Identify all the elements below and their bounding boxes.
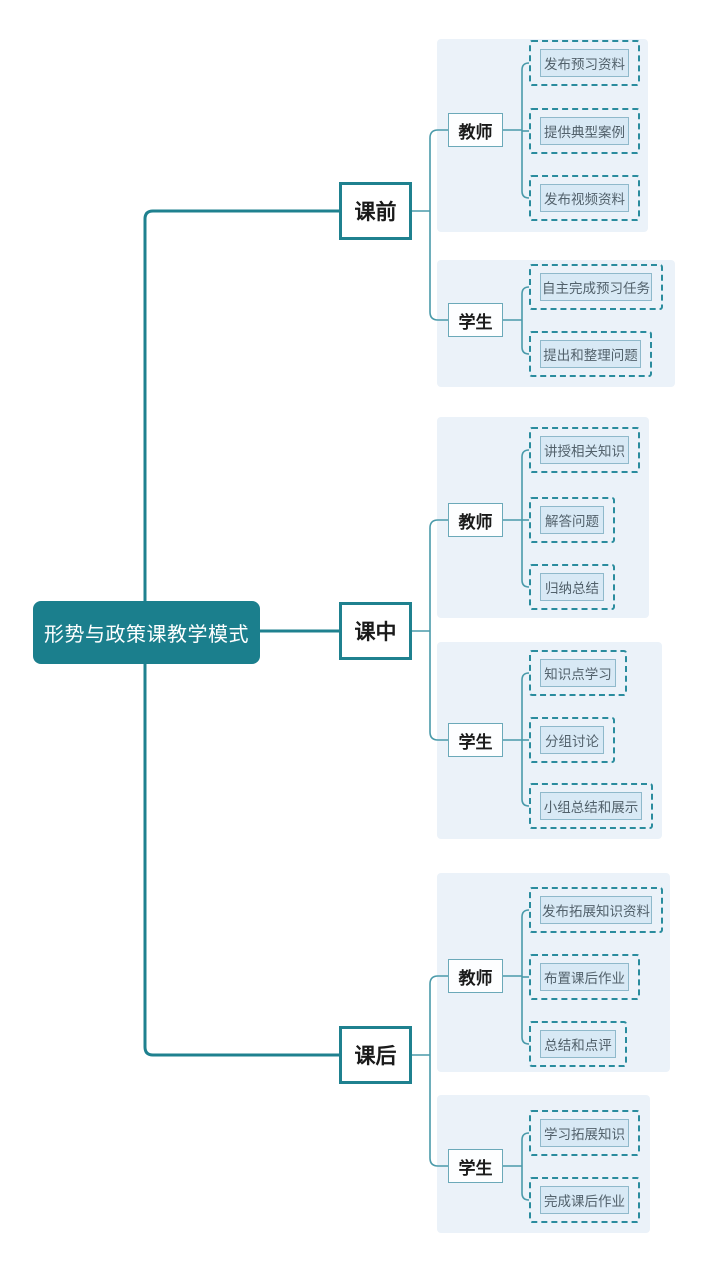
role-node-label: 学生 <box>458 1158 493 1178</box>
task-node[interactable]: 布置课后作业 <box>529 954 640 1000</box>
role-node-label: 教师 <box>458 512 493 532</box>
task-node[interactable]: 完成课后作业 <box>529 1177 640 1223</box>
task-node[interactable]: 发布视频资料 <box>529 175 640 221</box>
task-node-label: 学习拓展知识 <box>540 1119 629 1147</box>
task-node-label: 发布拓展知识资料 <box>540 896 652 924</box>
task-node-label: 布置课后作业 <box>540 963 629 991</box>
role-node-label: 教师 <box>458 968 493 988</box>
phase-node-label: 课前 <box>354 201 397 224</box>
root-node[interactable]: 形势与政策课教学模式 <box>33 601 260 664</box>
root-node-label: 形势与政策课教学模式 <box>44 624 249 646</box>
role-node-label: 学生 <box>458 732 493 752</box>
task-node-label: 分组讨论 <box>540 726 604 754</box>
task-node[interactable]: 小组总结和展示 <box>529 783 653 829</box>
task-node[interactable]: 分组讨论 <box>529 717 615 763</box>
phase-node-inclass[interactable]: 课中 <box>339 602 412 660</box>
task-node[interactable]: 自主完成预习任务 <box>529 264 663 310</box>
task-node-label: 提供典型案例 <box>540 117 629 145</box>
phase-node-preclass[interactable]: 课前 <box>339 182 412 240</box>
task-node[interactable]: 发布预习资料 <box>529 40 640 86</box>
task-node[interactable]: 讲授相关知识 <box>529 427 640 473</box>
task-node-label: 知识点学习 <box>540 659 616 687</box>
task-node-label: 完成课后作业 <box>540 1186 629 1214</box>
task-node[interactable]: 发布拓展知识资料 <box>529 887 663 933</box>
phase-node-label: 课中 <box>354 621 397 644</box>
task-node-label: 小组总结和展示 <box>540 792 642 820</box>
task-node[interactable]: 解答问题 <box>529 497 615 543</box>
task-node[interactable]: 总结和点评 <box>529 1021 627 1067</box>
role-node-inclass-student[interactable]: 学生 <box>448 723 503 757</box>
role-node-preclass-teacher[interactable]: 教师 <box>448 113 503 147</box>
task-node-label: 提出和整理问题 <box>540 340 641 368</box>
task-node[interactable]: 知识点学习 <box>529 650 627 696</box>
task-node-label: 自主完成预习任务 <box>540 273 652 301</box>
role-node-label: 学生 <box>458 312 493 332</box>
task-node[interactable]: 提供典型案例 <box>529 108 640 154</box>
task-node-label: 发布预习资料 <box>540 49 629 77</box>
role-node-afterclass-teacher[interactable]: 教师 <box>448 959 503 993</box>
task-node-label: 解答问题 <box>540 506 604 534</box>
task-node[interactable]: 学习拓展知识 <box>529 1110 640 1156</box>
task-node[interactable]: 提出和整理问题 <box>529 331 652 377</box>
role-node-inclass-teacher[interactable]: 教师 <box>448 503 503 537</box>
task-node-label: 发布视频资料 <box>540 184 629 212</box>
task-node[interactable]: 归纳总结 <box>529 564 615 610</box>
role-node-label: 教师 <box>458 122 493 142</box>
phase-node-afterclass[interactable]: 课后 <box>339 1026 412 1084</box>
role-node-afterclass-student[interactable]: 学生 <box>448 1149 503 1183</box>
task-node-label: 总结和点评 <box>540 1030 616 1058</box>
role-node-preclass-student[interactable]: 学生 <box>448 303 503 337</box>
task-node-label: 归纳总结 <box>540 573 604 601</box>
phase-node-label: 课后 <box>354 1045 397 1068</box>
task-node-label: 讲授相关知识 <box>540 436 629 464</box>
